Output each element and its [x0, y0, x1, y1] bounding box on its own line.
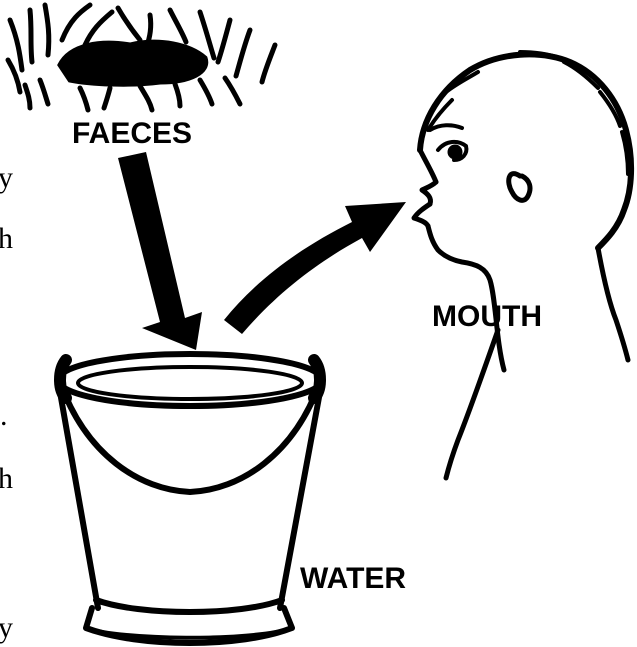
arrow-water-to-mouth [224, 202, 406, 334]
edge-char-3: . [0, 399, 8, 432]
cropped-page-text: y h . h y [0, 161, 13, 644]
mouth-label: MOUTH [432, 300, 542, 333]
arrow-faeces-to-water [118, 152, 202, 350]
edge-char-4: h [0, 462, 13, 495]
edge-char-2: h [0, 222, 13, 255]
water-bucket-illustration [58, 354, 322, 643]
faeces-grass-illustration [8, 5, 275, 110]
faeces-label: FAECES [72, 117, 192, 150]
child-head-illustration [414, 52, 631, 478]
water-label: WATER [300, 562, 406, 595]
edge-char-5: y [0, 611, 13, 644]
edge-char-1: y [0, 161, 13, 194]
